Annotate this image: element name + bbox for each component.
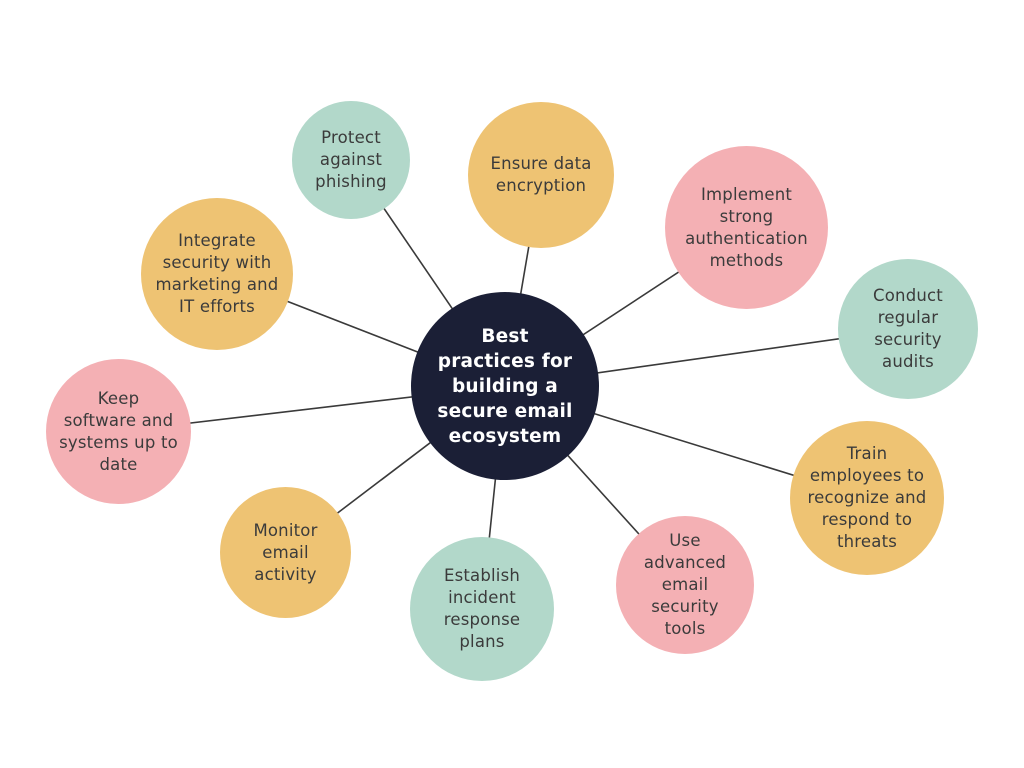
node-incident-response: Establish incident response plans — [410, 537, 554, 681]
node-software-up-to-date: Keep software and systems up to date — [46, 359, 191, 504]
node-monitor-activity: Monitor email activity — [220, 487, 351, 618]
node-label: Integrate security with marketing and IT… — [155, 231, 279, 316]
node-label: Conduct regular security audits — [873, 286, 943, 371]
node-label: Implement strong authentication methods — [685, 184, 808, 270]
node-label: Monitor email activity — [253, 520, 318, 584]
node-strong-authentication: Implement strong authentication methods — [665, 146, 828, 309]
center-node: Best practices for building a secure ema… — [411, 292, 599, 480]
node-label: Train employees to recognize and respond… — [807, 444, 927, 551]
node-integrate-security: Integrate security with marketing and IT… — [141, 198, 293, 350]
node-label: Keep software and systems up to date — [59, 388, 178, 474]
node-train-employees: Train employees to recognize and respond… — [790, 421, 944, 575]
node-advanced-tools: Use advanced email security tools — [616, 516, 754, 654]
node-label: Protect against phishing — [315, 128, 387, 191]
center-node-label: Best practices for building a secure ema… — [437, 325, 573, 447]
node-label: Ensure data encryption — [490, 154, 592, 195]
node-data-encryption: Ensure data encryption — [468, 102, 614, 248]
node-protect-phishing: Protect against phishing — [292, 101, 410, 219]
node-label: Use advanced email security tools — [643, 531, 727, 638]
node-security-audits: Conduct regular security audits — [838, 259, 978, 399]
node-label: Establish incident response plans — [443, 566, 521, 651]
